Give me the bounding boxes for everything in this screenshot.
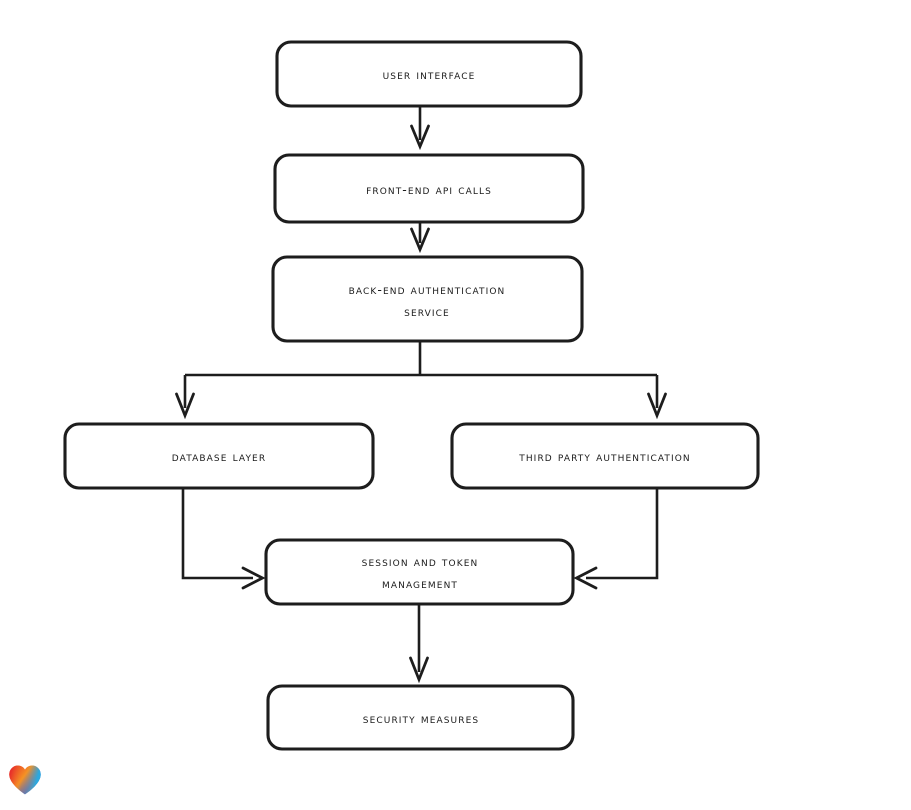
edge-session-to-security [409,604,429,684]
node-label-backend-auth-service-line2: Service [404,304,450,319]
edge-third-to-session [573,488,659,590]
node-user-interface[interactable]: User Interface [275,40,583,108]
node-backend-auth-service[interactable]: Back-End Authentication Service [271,255,584,343]
node-label-front-end-api-calls: Front-End API Calls [366,182,492,197]
node-session-token-mgmt[interactable]: Session and Token Management [264,538,575,606]
node-label-security-measures: Security Measures [363,711,479,726]
node-database-layer[interactable]: Database Layer [63,422,375,490]
heart-icon [9,765,41,795]
node-label-session-token-mgmt-line2: Management [382,576,458,591]
edge-api-to-backend [410,222,430,254]
node-box-front-end-api-calls[interactable] [273,153,585,224]
edge-backend-split-bar [185,341,657,377]
node-label-backend-auth-service-line1: Back-End Authentication [349,282,506,297]
node-box-database-layer[interactable] [63,422,375,490]
edge-db-to-session [181,488,266,590]
node-label-user-interface: User Interface [383,67,476,82]
node-label-database-layer: Database Layer [172,449,266,464]
heart-logo [8,763,42,797]
node-third-party-auth[interactable]: Third Party Authentication [450,422,760,490]
node-box-session-token-mgmt[interactable] [264,538,575,606]
node-box-backend-auth-service[interactable] [271,255,584,343]
node-security-measures[interactable]: Security Measures [266,684,575,751]
edge-backend-to-db [175,375,195,420]
node-label-third-party-auth: Third Party Authentication [518,449,691,464]
node-label-session-token-mgmt-line1: Session and Token [362,554,479,569]
node-box-user-interface[interactable] [275,40,583,108]
node-box-third-party-auth[interactable] [450,422,760,490]
edge-ui-to-api [410,106,430,151]
node-box-security-measures[interactable] [266,684,575,751]
edge-backend-to-third [647,375,667,420]
node-front-end-api-calls[interactable]: Front-End API Calls [273,153,585,224]
